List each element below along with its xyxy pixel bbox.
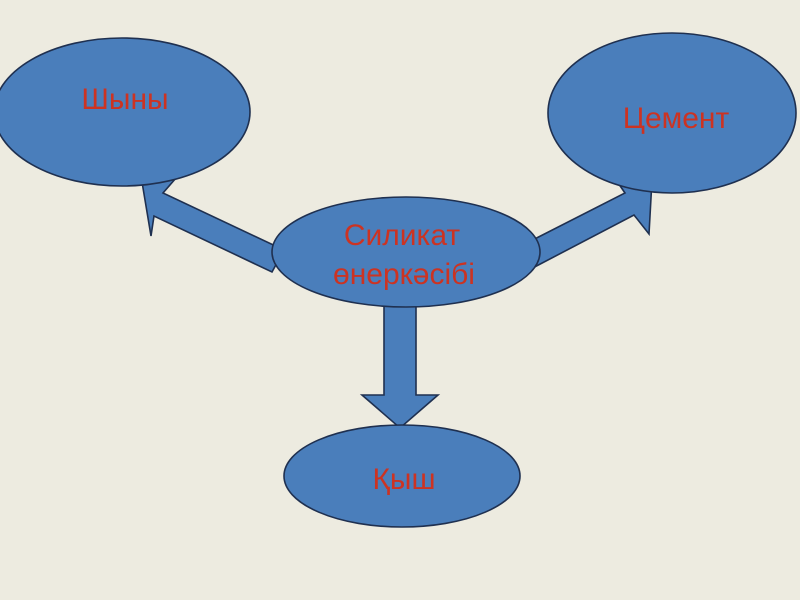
node-ceramic-shape xyxy=(283,424,521,528)
node-center-shape xyxy=(271,196,541,308)
node-ceramic[interactable]: Қыш xyxy=(283,424,521,528)
node-glass[interactable]: Шыны xyxy=(0,37,251,187)
node-center-silicate-industry[interactable]: Силикат өнеркәсібі xyxy=(271,196,541,308)
node-center-label-line2: өнеркәсібі xyxy=(333,258,475,291)
connector-to-glass[interactable] xyxy=(141,176,286,274)
node-center-label-line1: Силикат xyxy=(344,219,460,252)
block-arrow-icon xyxy=(359,299,441,430)
node-cement-label: Цемент xyxy=(623,102,730,135)
node-cement-shape xyxy=(547,32,797,194)
node-cement[interactable]: Цемент xyxy=(547,32,797,194)
block-arrow-icon xyxy=(141,176,286,274)
node-glass-shape xyxy=(0,37,251,187)
node-glass-label: Шыны xyxy=(81,83,168,116)
connector-to-ceramic[interactable] xyxy=(359,299,441,430)
node-ceramic-label: Қыш xyxy=(372,463,435,496)
